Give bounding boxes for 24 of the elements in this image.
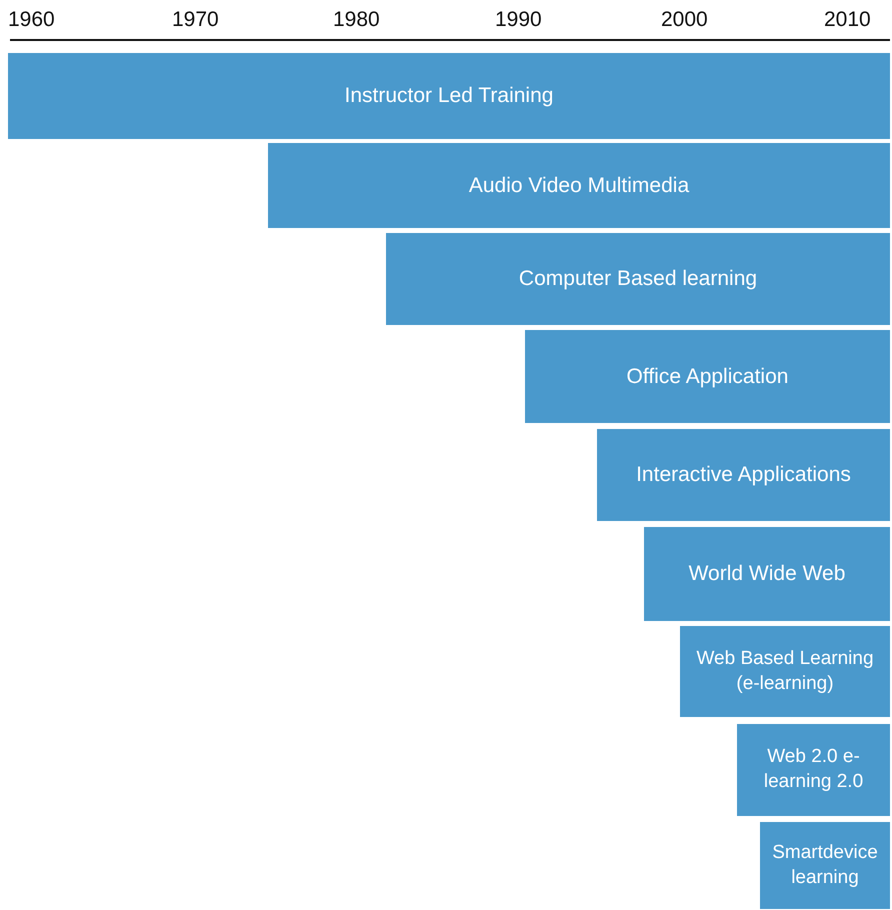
timeline-bar bbox=[268, 143, 890, 228]
bar-label: Computer Based learning bbox=[518, 266, 758, 292]
bar-label: Web 2.0 e-learning 2.0 bbox=[762, 745, 864, 794]
timeline-bar bbox=[597, 429, 890, 521]
year-label: 2010 bbox=[824, 8, 871, 32]
year-label: 2000 bbox=[661, 8, 708, 32]
year-label: 1980 bbox=[333, 8, 380, 32]
year-label: 1970 bbox=[172, 8, 219, 32]
timeline-bar bbox=[737, 724, 890, 816]
bar-label: World Wide Web bbox=[688, 561, 846, 588]
timeline-bar bbox=[644, 527, 890, 621]
bar-label: Audio Video Multimedia bbox=[468, 172, 690, 199]
year-label: 1960 bbox=[8, 8, 55, 32]
timeline-bar bbox=[386, 233, 890, 325]
bar-label: Office Application bbox=[626, 364, 788, 390]
timeline-bar bbox=[525, 330, 890, 423]
timeline-bar bbox=[760, 822, 890, 909]
bar-label: Instructor Led Training bbox=[344, 83, 554, 110]
timeline-bar bbox=[8, 53, 890, 139]
year-label: 1990 bbox=[495, 8, 542, 32]
bar-label: Web Based Learning (e-learning) bbox=[695, 646, 875, 696]
bar-label: Interactive Applications bbox=[636, 462, 851, 488]
timeline-bar bbox=[680, 626, 890, 717]
bar-label: Smartdevice learning bbox=[771, 840, 879, 890]
